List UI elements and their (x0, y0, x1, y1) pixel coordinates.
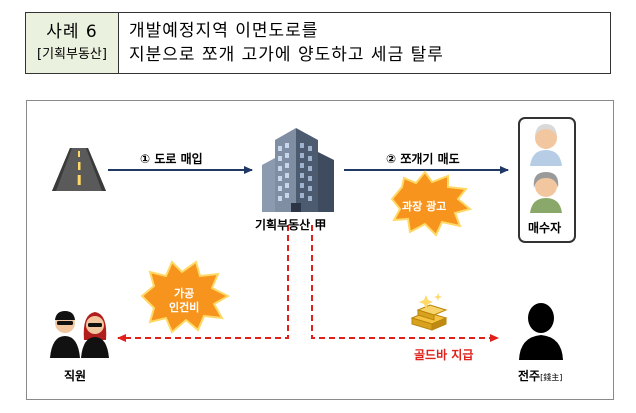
company-label: 기획부동산 甲 (255, 218, 327, 232)
road-icon (52, 148, 106, 191)
case-header-right: 개발예정지역 이면도로를 지분으로 쪼개 고가에 양도하고 세금 탈루 (119, 13, 610, 73)
step1-label: ① 도로 매입 (140, 152, 203, 166)
office-building-icon (262, 128, 334, 212)
buyer-box (518, 117, 576, 243)
company-tag: [기획부동산] (37, 47, 107, 62)
buyer-label: 매수자 (528, 221, 562, 235)
gold-label: 골드바 지급 (414, 348, 474, 362)
landlord-hanja: [錢主] (540, 373, 563, 382)
burst2-line1: 가공 (174, 287, 195, 300)
elderly-man-icon (530, 124, 562, 166)
burst2-line2: 인건비 (169, 301, 200, 314)
case-header: 사례 6 [기획부동산] 개발예정지역 이면도로를 지분으로 쪼개 고가에 양도… (25, 12, 611, 74)
gold-bars-icon (410, 293, 448, 331)
person-silhouette-icon (519, 303, 563, 360)
landlord-label: 전주[錢主] (518, 367, 562, 384)
employee-label: 직원 (64, 369, 87, 383)
fictitious-payroll-burst (140, 260, 231, 334)
case-title-line2: 지분으로 쪼개 고가에 양도하고 세금 탈루 (129, 45, 444, 65)
step2-label: ② 쪼개기 매도 (386, 152, 460, 166)
case-title-line1: 개발예정지역 이면도로를 (129, 21, 319, 41)
case-label: 사례 6 (46, 22, 98, 42)
dashed-line-to-landlord (311, 225, 499, 342)
employee-woman-icon (81, 312, 109, 358)
exaggerated-ad-burst (390, 170, 473, 237)
elderly-woman-icon (530, 172, 562, 213)
landlord-name: 전주 (518, 369, 541, 383)
dashed-line-to-employee (117, 225, 289, 342)
diagram-frame (26, 100, 614, 400)
case-header-left: 사례 6 [기획부동산] (26, 13, 119, 73)
employee-man-icon (50, 311, 80, 358)
burst1-text: 과장 광고 (402, 200, 447, 213)
